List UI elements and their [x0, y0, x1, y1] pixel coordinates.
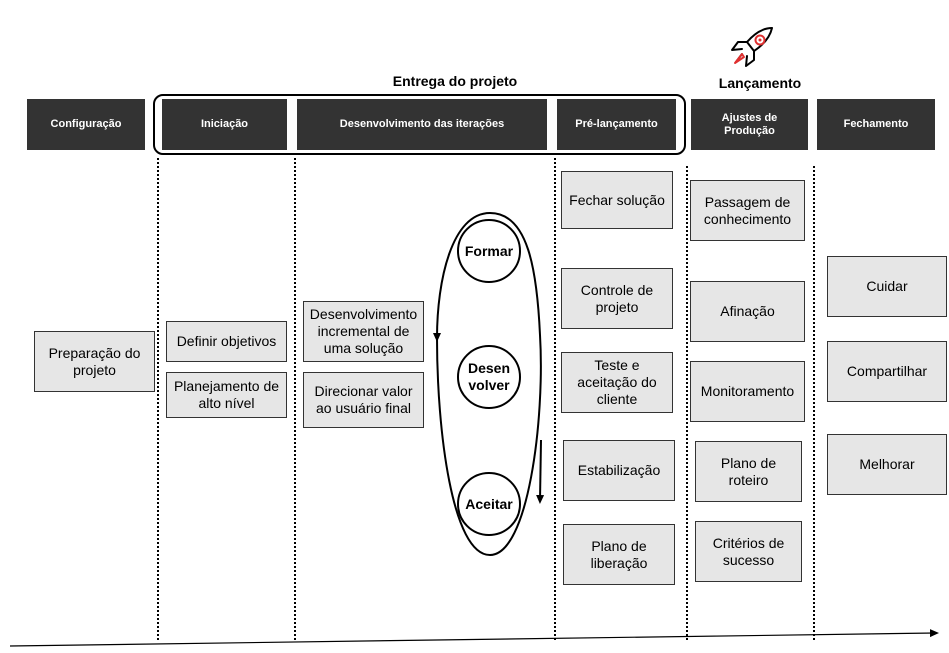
launch-heading: Lançamento [718, 75, 802, 91]
task-direcionar-valor: Direcionar valor ao usuário final [303, 372, 424, 428]
task-criterios: Critérios de sucesso [695, 521, 802, 582]
phase-fechamento: Fechamento [817, 99, 935, 150]
task-passagem: Passagem de conhecimento [690, 180, 805, 241]
phase-ajustes: Ajustes de Produção [691, 99, 808, 150]
task-desenvolvimento-incremental: Desenvolvimento incremental de uma soluç… [303, 301, 424, 362]
cycle-aceitar: Aceitar [457, 472, 521, 536]
delivery-frame [153, 94, 686, 155]
cycle-formar: Formar [457, 219, 521, 283]
task-plano-liberacao: Plano de liberação [563, 524, 675, 585]
task-cuidar: Cuidar [827, 256, 947, 317]
separator-line [294, 158, 296, 640]
task-planejamento: Planejamento de alto nível [166, 372, 287, 418]
phase-configuracao: Configuração [27, 99, 145, 150]
task-afinacao: Afinação [690, 281, 805, 342]
separator-line [554, 158, 556, 640]
task-melhorar: Melhorar [827, 434, 947, 495]
cycle-desenvolver: Desen volver [457, 345, 521, 409]
task-plano-roteiro: Plano de roteiro [695, 441, 802, 502]
task-compartilhar: Compartilhar [827, 341, 947, 402]
phase-pre-lancamento: Pré-lançamento [557, 99, 676, 150]
task-estabilizacao: Estabilização [563, 440, 675, 501]
task-definir-objetivos: Definir objetivos [166, 321, 287, 362]
delivery-heading: Entrega do projeto [392, 73, 518, 89]
task-teste-aceitacao: Teste e aceitação do cliente [561, 352, 673, 413]
task-preparacao: Preparação do projeto [34, 331, 155, 392]
rocket-icon [731, 27, 773, 67]
phase-iniciacao: Iniciação [162, 99, 287, 150]
separator-line [813, 166, 815, 640]
task-fechar-solucao: Fechar solução [561, 171, 673, 229]
separator-line [157, 158, 159, 640]
task-monitoramento: Monitoramento [690, 361, 805, 422]
separator-line [686, 166, 688, 640]
phase-desenvolvimento: Desenvolvimento das iterações [297, 99, 547, 150]
task-controle-projeto: Controle de projeto [561, 268, 673, 329]
